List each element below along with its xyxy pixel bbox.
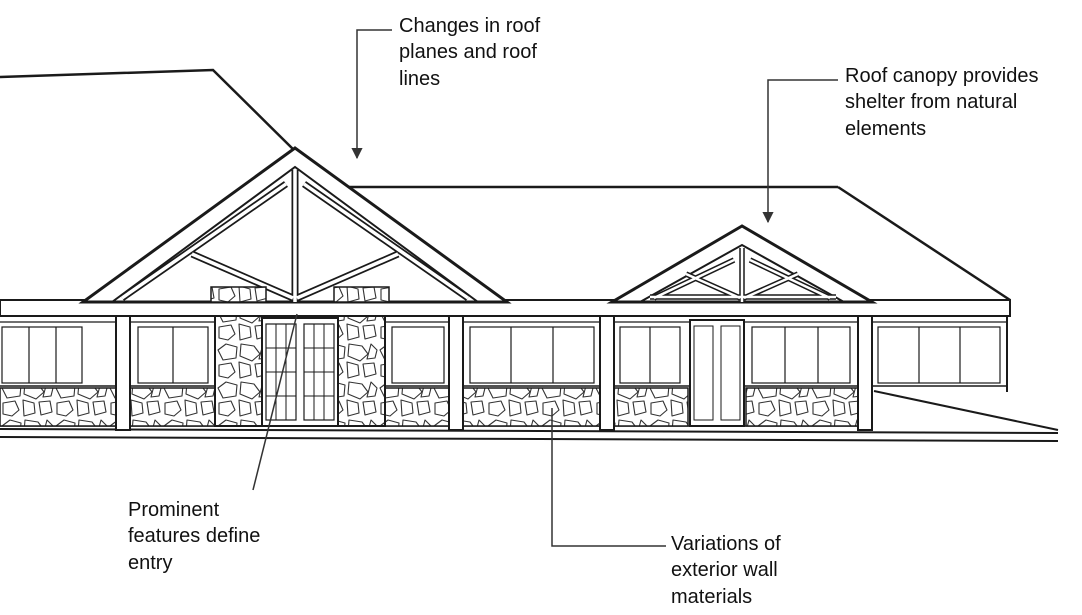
window [877, 326, 1001, 384]
canopy-door [689, 319, 745, 427]
porch-post [599, 315, 615, 431]
entry-stonework [210, 286, 390, 427]
porch-post [448, 315, 464, 431]
leader-entry [252, 313, 298, 491]
window-band [1, 326, 1001, 384]
leader-roof-planes [351, 29, 392, 160]
ground-line-top [0, 428, 1059, 434]
annotation-roof-canopy: Roof canopy provides shelter from natura… [845, 65, 1039, 140]
roof-left-plane [0, 68, 301, 157]
grade-line [873, 390, 1059, 431]
pier-cap [210, 286, 267, 303]
window [1, 326, 83, 384]
leader-roof-canopy [762, 79, 838, 224]
porch-post [857, 315, 873, 431]
front-gable-rake-inner [111, 165, 479, 303]
porch-posts [115, 315, 873, 431]
window [469, 326, 595, 384]
stone-band [337, 387, 689, 427]
leader-wall-materials [551, 408, 666, 547]
ground-line-bottom [0, 436, 1059, 442]
window [751, 326, 851, 384]
stone-band [745, 387, 873, 427]
entry-door [261, 317, 339, 427]
stone-pier [337, 315, 386, 427]
canopy-gable-rake-inner [639, 243, 845, 303]
porch-post [115, 315, 131, 431]
annotation-entry: Prominent features define entry [128, 499, 261, 574]
annotation-roof-planes: Changes in roof planes and roof lines [399, 15, 541, 90]
pier-cap [333, 286, 390, 303]
canopy-gable-truss-face [650, 248, 836, 302]
annotation-wall-materials: Variations of exterior wall materials [671, 533, 781, 608]
stone-pier [214, 315, 263, 427]
roof-hip [837, 185, 1011, 302]
front-gable-truss-face [121, 170, 469, 302]
window [391, 326, 445, 384]
